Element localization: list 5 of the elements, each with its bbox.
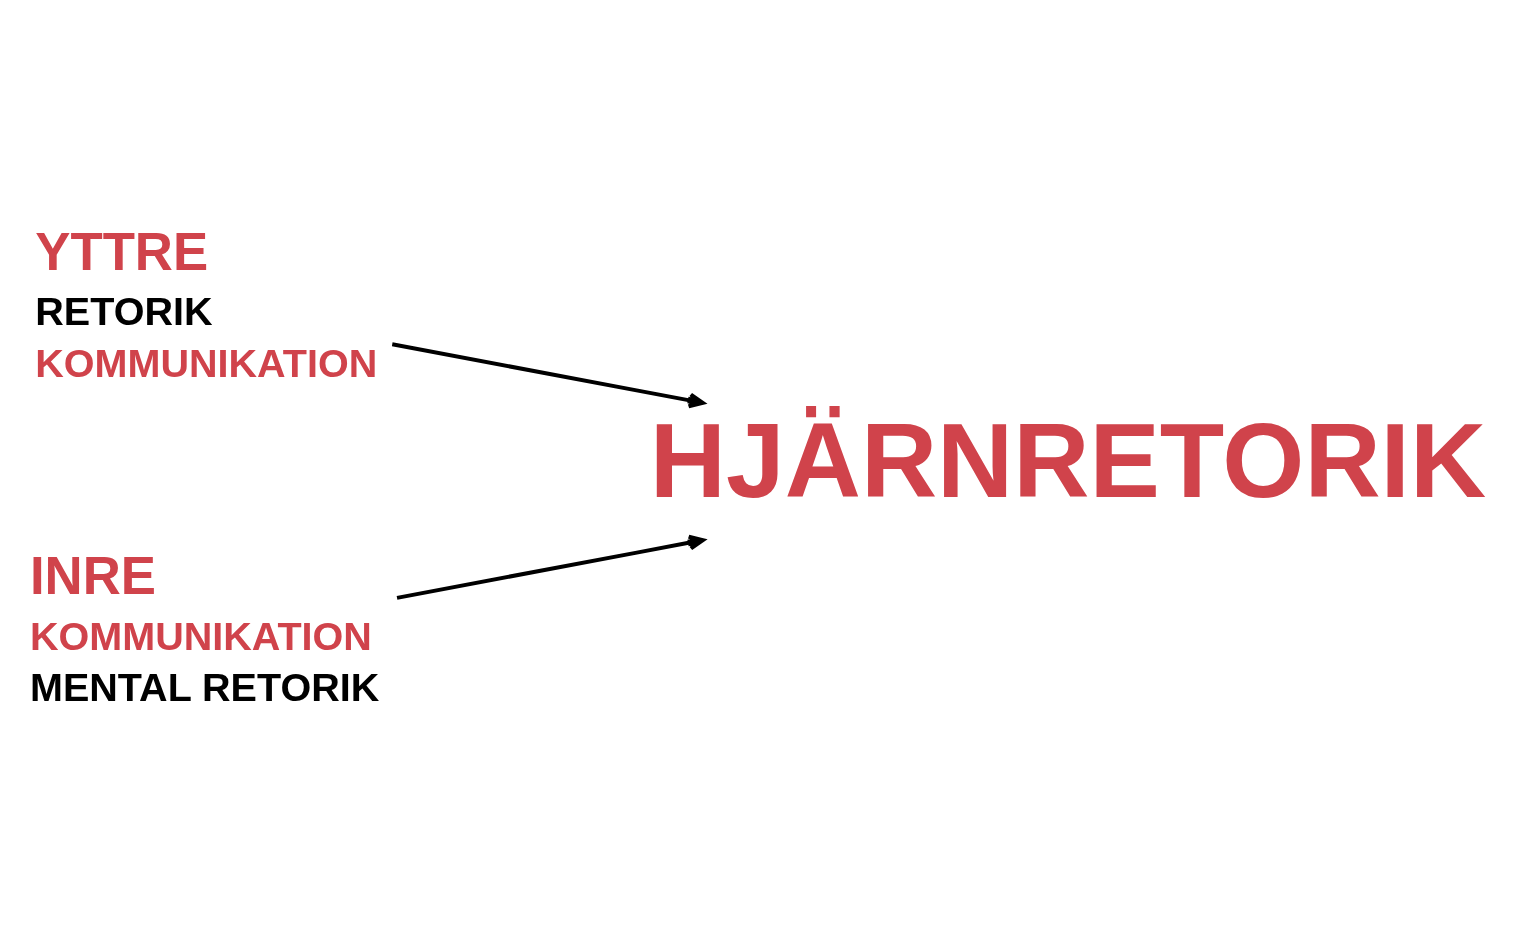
node-text: HJÄRNRETORIK [649, 400, 1487, 519]
arrow [396, 534, 705, 600]
node-text: INRE KOMMUNIKATION MENTAL RETORIK [29, 545, 380, 709]
arrow [391, 341, 705, 408]
node-text: YTTRE RETORIK KOMMUNIKATION [35, 221, 378, 385]
